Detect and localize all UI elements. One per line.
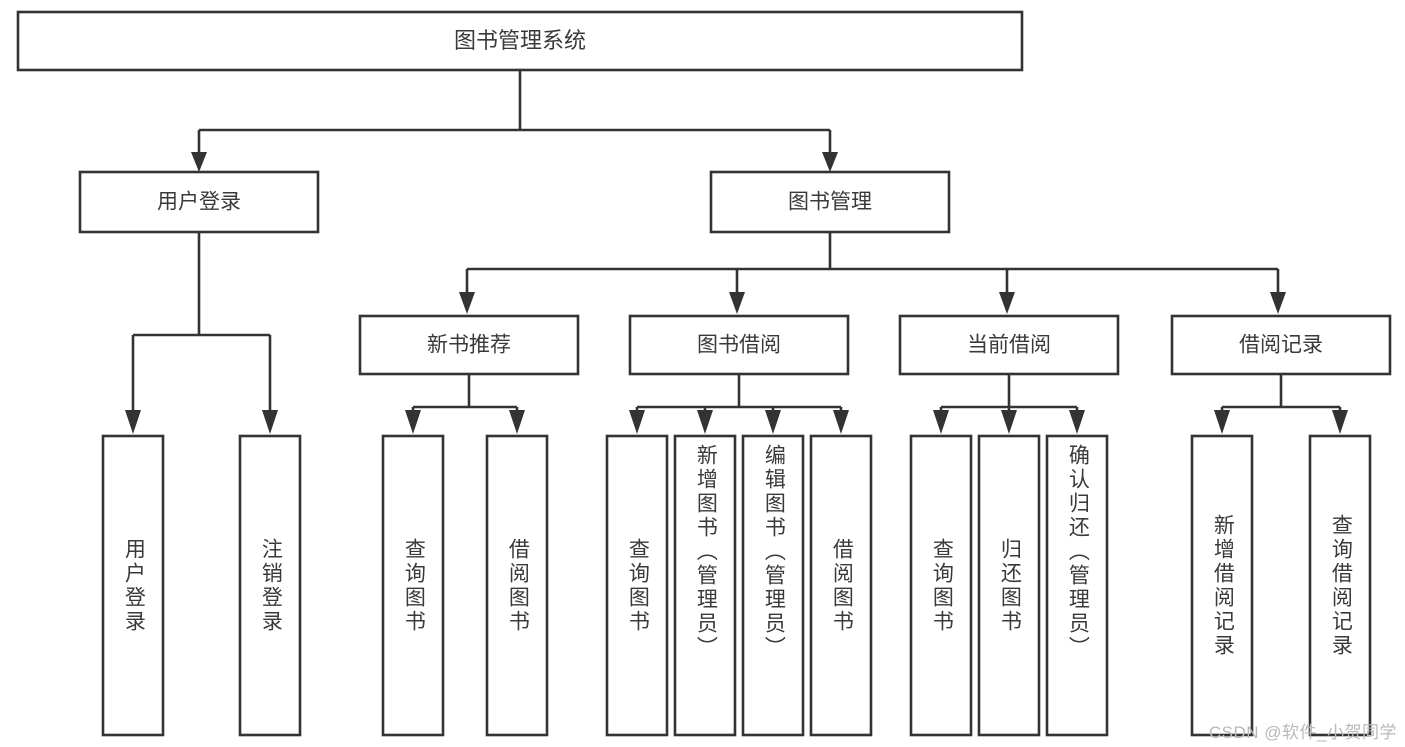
leaf-box-query-record[interactable] [1308, 434, 1372, 737]
leaf-box-user-logout[interactable] [238, 434, 302, 737]
arrowhead-leaf-user-logout [262, 410, 278, 434]
arrowhead-leaf-borrow-book-2 [833, 410, 849, 434]
node-book-borrow-label: 图书借阅 [697, 334, 781, 357]
node-root-box[interactable] [16, 10, 1024, 72]
arrowhead-new-book-recommend [459, 292, 475, 314]
node-user-login[interactable]: 用户登录 [78, 170, 320, 234]
node-book-borrow[interactable]: 图书借阅 [628, 314, 850, 376]
leaf-box-return-book[interactable] [977, 434, 1041, 737]
arrowhead-current-borrow [999, 292, 1015, 314]
node-book-management-label: 图书管理 [788, 191, 872, 214]
connector-group-new-book-recommend [405, 374, 525, 434]
leaf-box-query-book-1[interactable] [381, 434, 445, 737]
arrowhead-leaf-query-record [1332, 410, 1348, 434]
node-new-book-recommend-label: 新书推荐 [427, 334, 511, 357]
leaf-box-group [101, 434, 1372, 737]
node-new-book-recommend-box[interactable] [358, 314, 580, 376]
arrowhead-user-login [191, 152, 207, 172]
node-book-borrow-box[interactable] [628, 314, 850, 376]
leaf-box-add-record[interactable] [1190, 434, 1254, 737]
arrowhead-leaf-add-book [697, 410, 713, 434]
node-borrow-record[interactable]: 借阅记录 [1170, 314, 1392, 376]
connector-group-book-borrow [629, 374, 849, 434]
node-book-management-box[interactable] [709, 170, 951, 234]
leaf-box-borrow-book-1[interactable] [485, 434, 549, 737]
arrowhead-leaf-add-record [1214, 410, 1230, 434]
node-borrow-record-box[interactable] [1170, 314, 1392, 376]
arrowhead-book-management [822, 152, 838, 172]
leaf-box-query-book-3[interactable] [909, 434, 973, 737]
arrowhead-leaf-borrow-book-1 [509, 410, 525, 434]
leaf-box-user-login[interactable] [101, 434, 165, 737]
node-current-borrow-box[interactable] [898, 314, 1120, 376]
node-borrow-record-label: 借阅记录 [1239, 334, 1323, 357]
leaf-box-query-book-2[interactable] [605, 434, 669, 737]
arrowhead-leaf-query-book-2 [629, 410, 645, 434]
arrowhead-book-borrow [729, 292, 745, 314]
arrowhead-leaf-query-book-3 [933, 410, 949, 434]
node-current-borrow-label: 当前借阅 [967, 334, 1051, 357]
connector-group-current-borrow [933, 374, 1085, 434]
arrowhead-leaf-query-book-1 [405, 410, 421, 434]
node-root-label: 图书管理系统 [454, 28, 586, 53]
leaf-box-add-book[interactable] [673, 434, 737, 737]
leaf-box-edit-book[interactable] [741, 434, 805, 737]
connector-group-book-management [459, 232, 1286, 314]
arrowhead-leaf-edit-book [765, 410, 781, 434]
node-user-login-box[interactable] [78, 170, 320, 234]
csdn-watermark: CSDN @软件_小贺同学 [1208, 723, 1397, 742]
leaf-box-borrow-book-2[interactable] [809, 434, 873, 737]
node-root[interactable]: 图书管理系统 [16, 10, 1024, 72]
connector-group-root [191, 70, 838, 172]
connector-group-user-login [125, 232, 278, 434]
node-book-management[interactable]: 图书管理 [709, 170, 951, 234]
node-new-book-recommend[interactable]: 新书推荐 [358, 314, 580, 376]
arrowhead-borrow-record [1270, 292, 1286, 314]
leaf-box-confirm-return[interactable] [1045, 434, 1109, 737]
arrowhead-leaf-confirm-return [1069, 410, 1085, 434]
arrowhead-leaf-return-book [1001, 410, 1017, 434]
arrowhead-leaf-user-login [125, 410, 141, 434]
node-user-login-label: 用户登录 [157, 191, 241, 214]
node-current-borrow[interactable]: 当前借阅 [898, 314, 1120, 376]
connector-group-borrow-record [1214, 374, 1348, 434]
